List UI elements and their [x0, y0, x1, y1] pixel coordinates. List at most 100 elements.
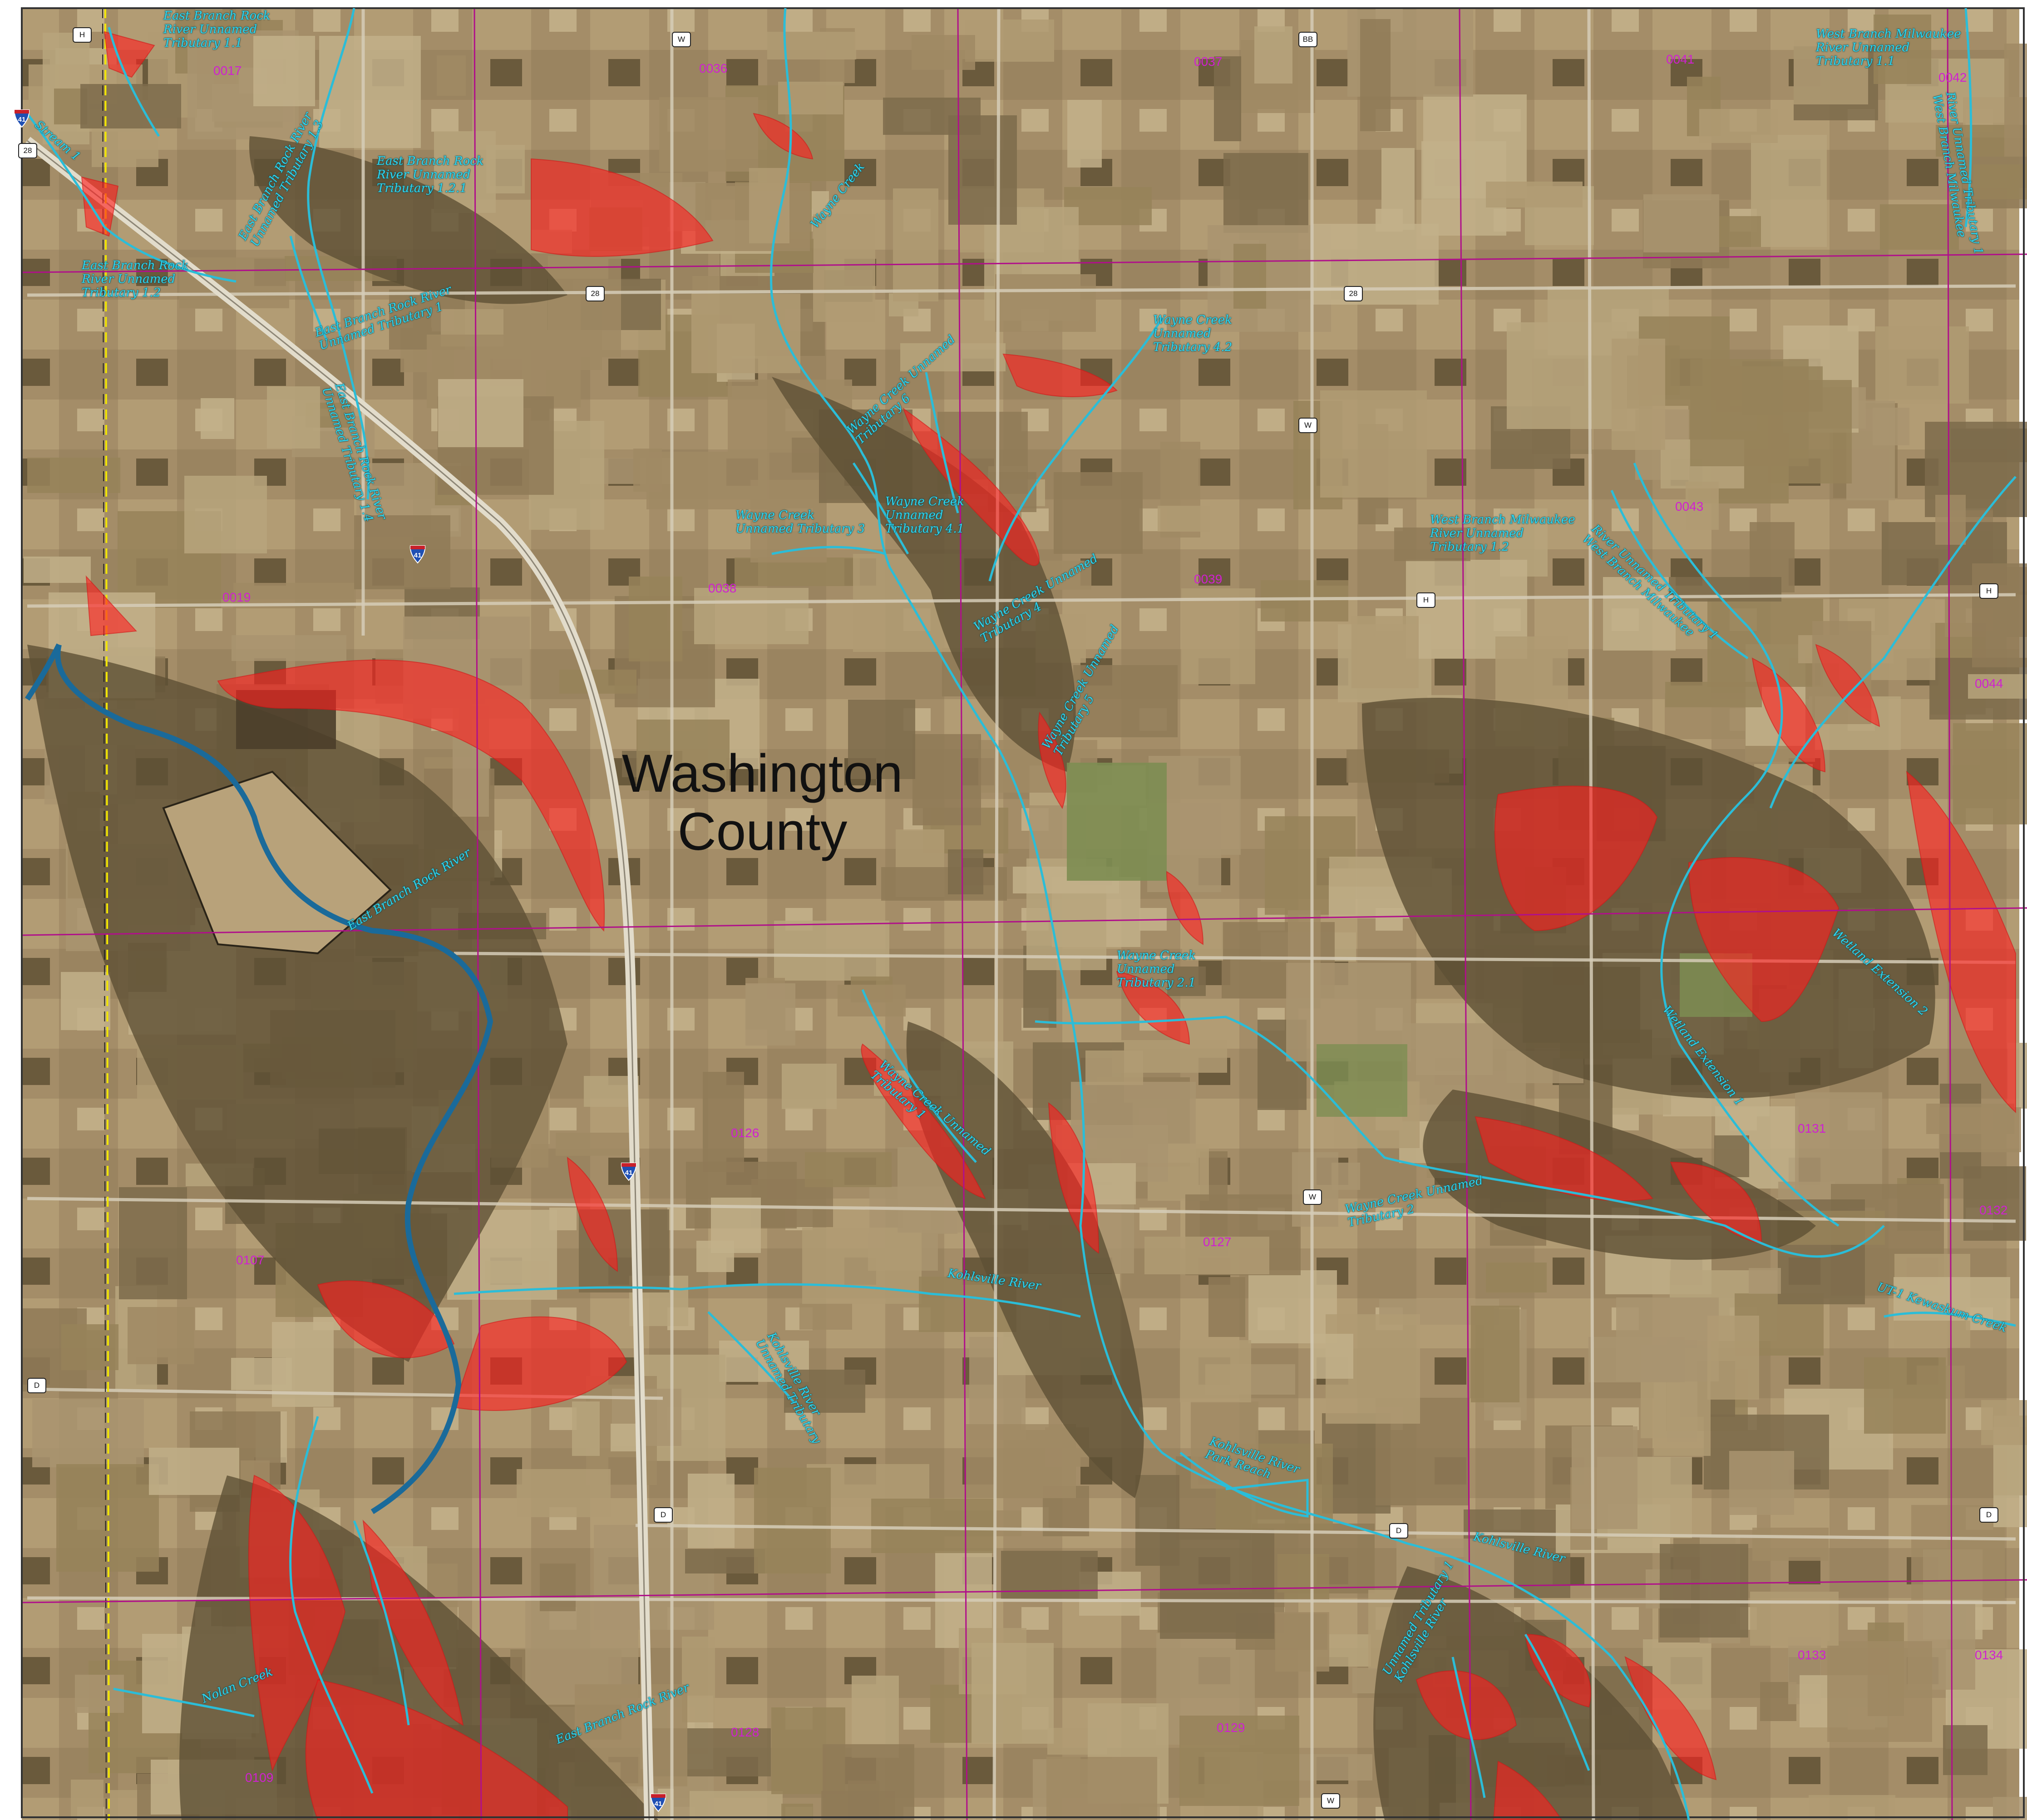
field-parcel	[1972, 563, 2027, 667]
road	[27, 1197, 2016, 1223]
stream-line	[988, 317, 1164, 582]
panel-number-label: 0126	[731, 1126, 760, 1140]
floodplain-area	[453, 1316, 627, 1411]
field-parcel	[1312, 1334, 1353, 1379]
stream-line	[307, 8, 370, 500]
field-parcel	[802, 1228, 922, 1304]
stream-label-line: Unnamed Tributary 3	[735, 522, 865, 536]
stream-line	[707, 1311, 795, 1404]
field-parcel	[1752, 1528, 1829, 1561]
interstate-shield: 41	[649, 1793, 667, 1812]
stream-label-line: East Branch Rock	[82, 259, 189, 272]
field-parcel	[1381, 148, 1415, 230]
stream-line	[769, 8, 1690, 1820]
stream-label-line: River Unnamed	[82, 272, 176, 286]
floodplain-area	[1116, 971, 1190, 1045]
stream-line	[1769, 476, 2017, 809]
stream-line	[289, 1416, 374, 1794]
road-shield: W	[1303, 1189, 1322, 1205]
field-parcel	[572, 1401, 600, 1456]
stream-label-line: Tributary 4.1	[885, 522, 965, 536]
woodland	[249, 136, 567, 304]
field-parcel	[690, 1791, 783, 1820]
field-parcel	[659, 97, 758, 172]
road-shield: 28	[586, 286, 605, 301]
panel-number-label: 0128	[731, 1725, 760, 1739]
road-shield: W	[672, 32, 691, 47]
floodplain-area	[1815, 644, 1880, 727]
panel-number-label: 0041	[1666, 52, 1695, 66]
interstate-41-median	[27, 140, 650, 1820]
panel-number-label: 0043	[1675, 499, 1704, 513]
interstate-number: 41	[414, 552, 422, 559]
field-parcel	[966, 1424, 1076, 1498]
stream-line	[1610, 490, 1749, 660]
stream-label-line: Wayne Creek	[1153, 313, 1232, 327]
field-parcel	[1809, 1795, 1895, 1820]
field-parcel	[1507, 322, 1627, 429]
field-parcel	[1214, 56, 1241, 141]
floodplain-area	[1906, 770, 2016, 1114]
lagoon-site	[162, 770, 392, 955]
interstate-number: 41	[18, 116, 26, 123]
road-shield: H	[1416, 592, 1435, 608]
field-parcel	[1191, 1401, 1258, 1489]
field-parcel	[1572, 1426, 1637, 1529]
field-parcel	[881, 867, 1007, 901]
floodplain-area	[317, 1280, 455, 1358]
road-shield: D	[1389, 1523, 1408, 1539]
floodplain-area	[1166, 871, 1204, 945]
floodplain-area	[1048, 1102, 1100, 1254]
stream-label-line: Wayne Creek	[1117, 949, 1196, 962]
road-shield: W	[1321, 1793, 1340, 1809]
field-parcel	[1351, 616, 1419, 688]
field-parcel	[1261, 580, 1348, 621]
panel-number-label: 0038	[708, 581, 737, 595]
stream-label-line: Tributary 1.2.1	[377, 182, 467, 195]
panel-number-label: 0037	[1194, 54, 1223, 69]
road-shield: 28	[1344, 286, 1363, 301]
field-parcel	[540, 1564, 576, 1611]
field-parcel	[267, 386, 320, 449]
road-shield: H	[1979, 583, 1998, 599]
field-parcel	[253, 36, 315, 106]
field-parcel	[1729, 1451, 1794, 1515]
field-parcel	[119, 1187, 187, 1299]
floodplain-area	[1494, 785, 1658, 932]
field-parcel	[437, 55, 466, 96]
field-parcel	[319, 36, 421, 148]
panel-number-label: 0019	[222, 590, 251, 604]
field-parcel	[694, 588, 809, 644]
field-parcel	[1616, 1297, 1719, 1381]
field-parcel	[965, 20, 1054, 62]
field-parcel	[556, 1133, 635, 1156]
stream-line	[1451, 1657, 1486, 1798]
field-parcel	[1394, 528, 1470, 561]
field-parcel	[948, 115, 1017, 225]
field-parcel	[1486, 182, 1583, 207]
field-parcel	[1603, 577, 1676, 651]
field-parcel	[754, 1468, 831, 1573]
stream-line	[1633, 463, 1840, 1227]
field-parcel	[636, 720, 730, 790]
floodplain-area	[362, 1519, 464, 1726]
field-parcel	[1054, 472, 1143, 554]
field-parcel	[948, 849, 983, 894]
field-parcel	[1981, 1400, 2027, 1445]
floodplain-area	[1002, 353, 1118, 397]
field-parcel	[1750, 1592, 1839, 1646]
stream-line	[454, 1283, 1081, 1318]
field-parcel	[893, 188, 938, 301]
panel-number-label: 0132	[1979, 1203, 2008, 1217]
field-parcel	[128, 1307, 194, 1364]
stream-line	[353, 1520, 410, 1726]
stream-label-line: West Branch Milwaukee	[1430, 513, 1575, 527]
field-parcel	[1660, 1544, 1748, 1638]
interstate-shield: 41	[409, 545, 427, 564]
panel-number-label: 0129	[1217, 1721, 1245, 1735]
stream-label-line: Unnamed	[1153, 327, 1211, 340]
panel-number-label: 0133	[1798, 1648, 1826, 1662]
